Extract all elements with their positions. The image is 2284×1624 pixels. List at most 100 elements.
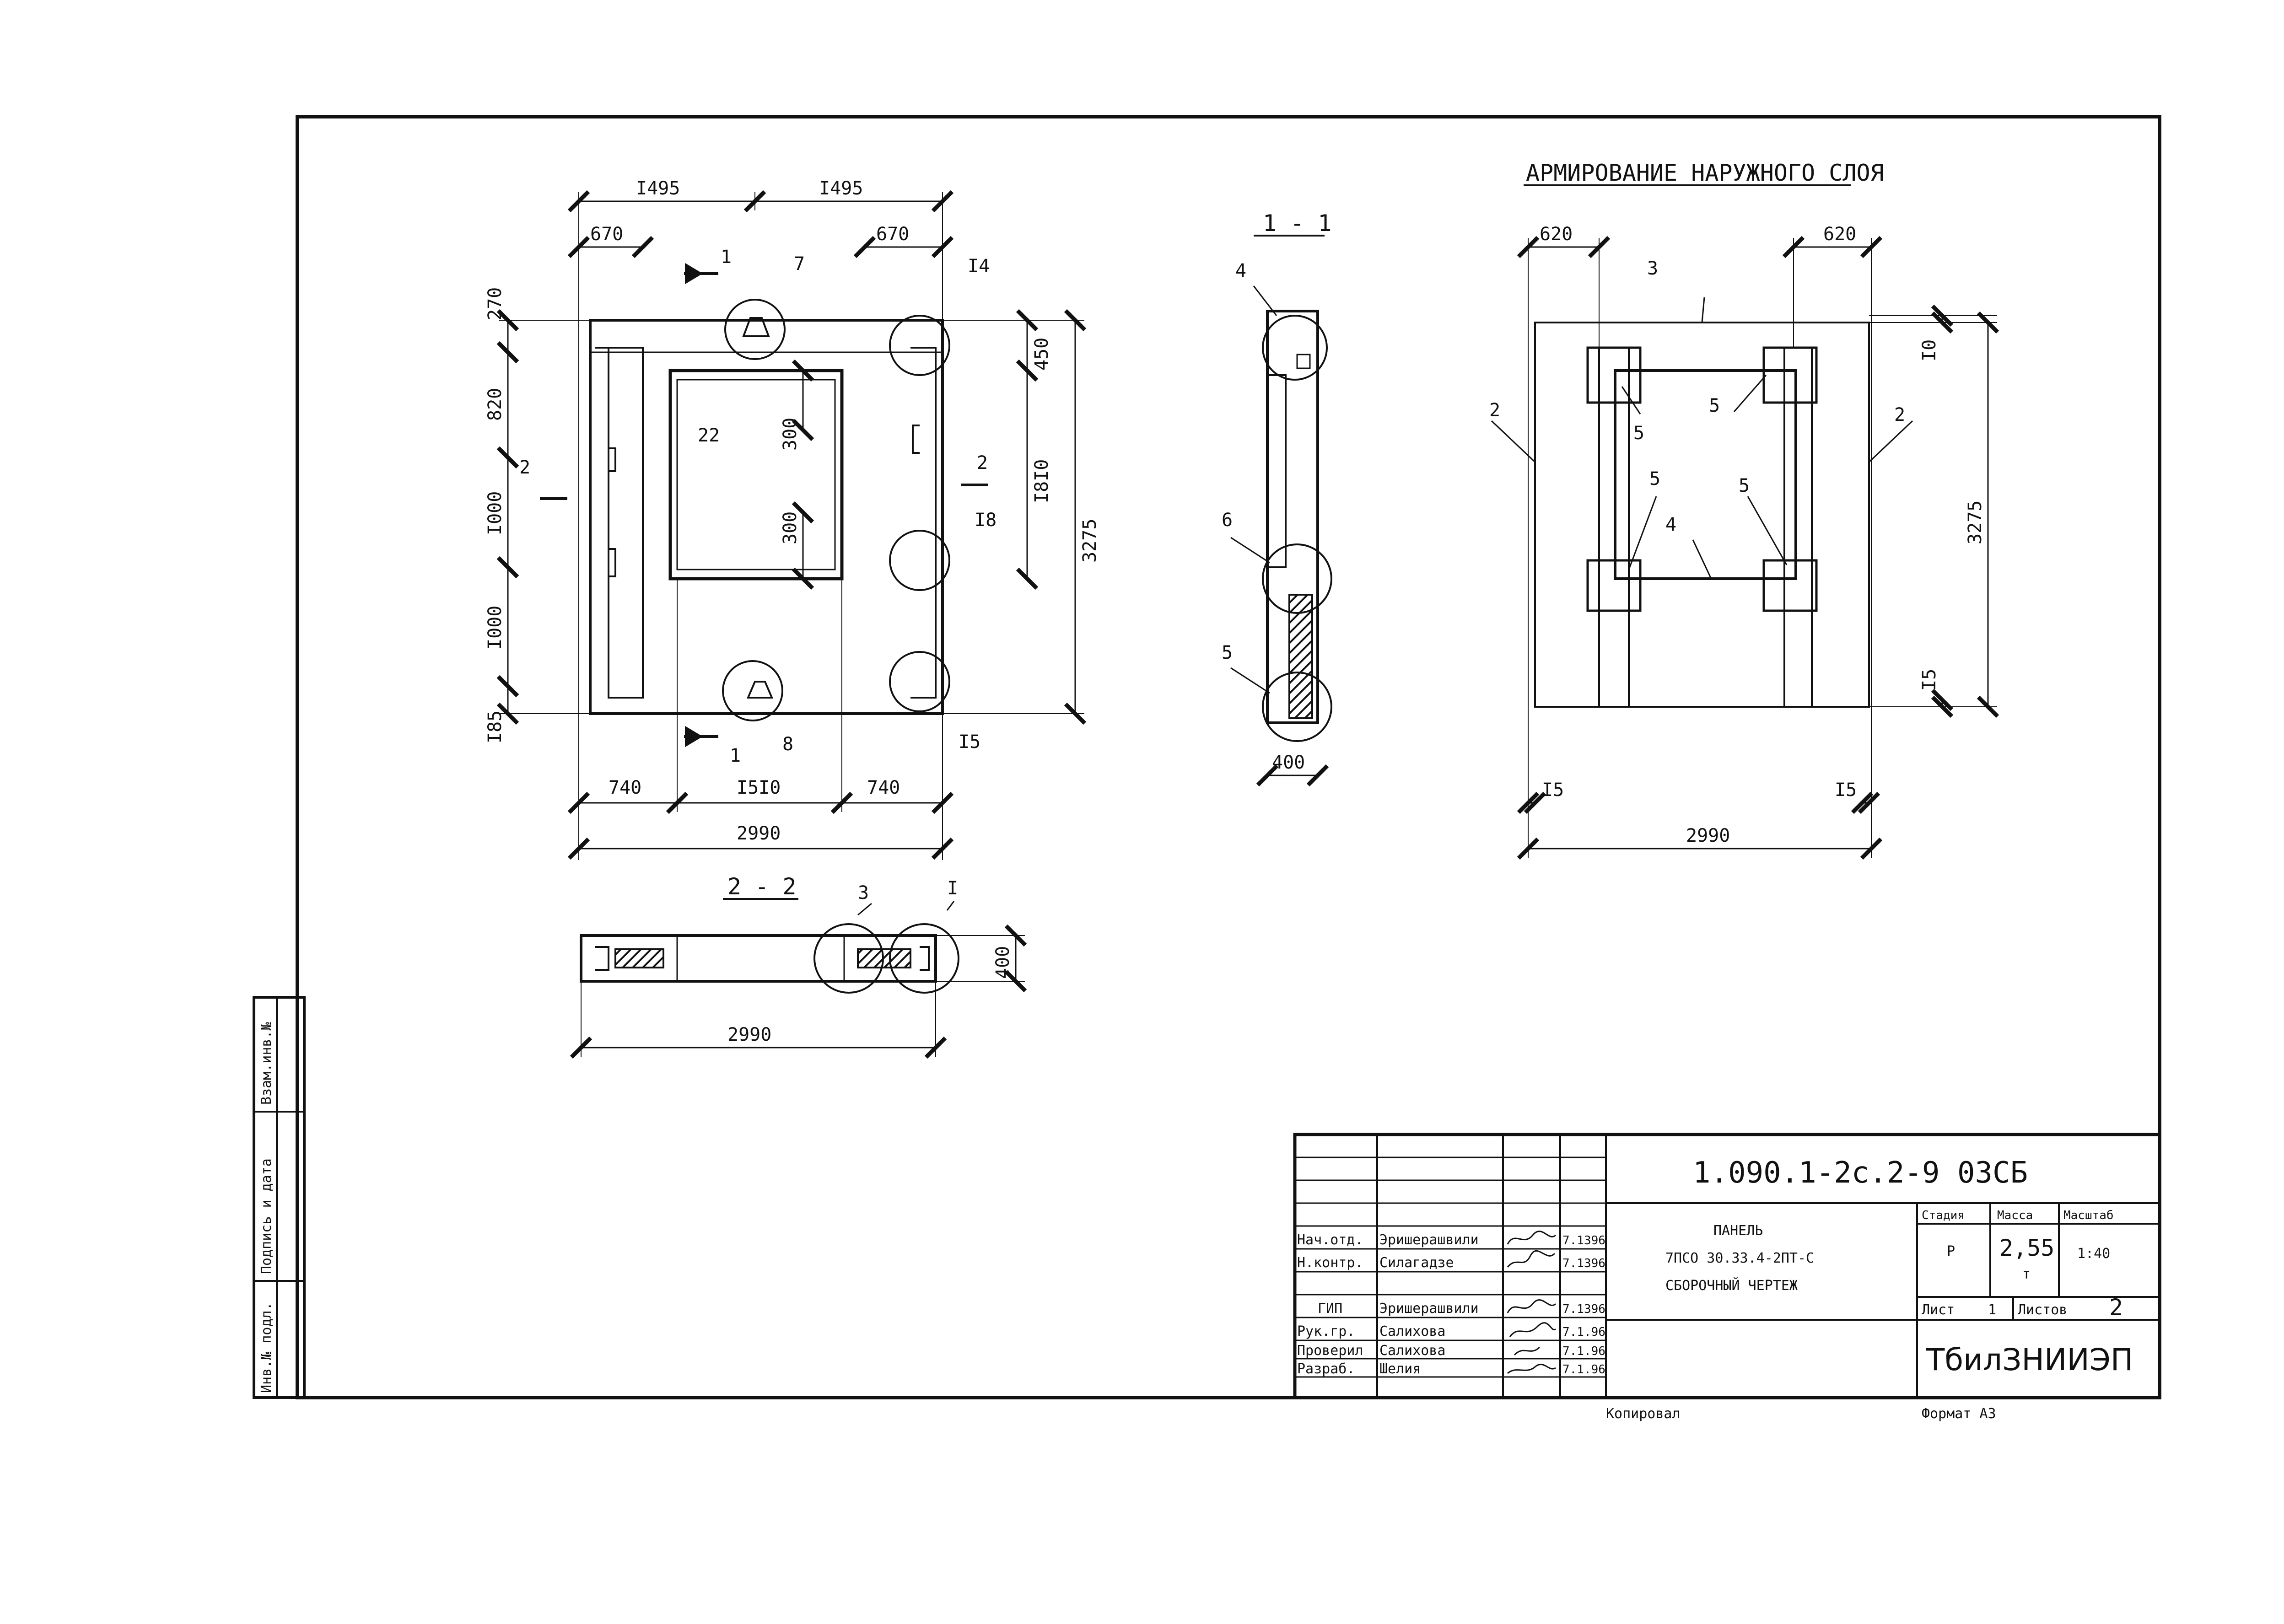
header-scale: Масштаб [2063, 1209, 2114, 1222]
side-stamp [253, 996, 306, 1399]
dim-top-left: I495 [636, 178, 680, 199]
dim-bottom-1: I5I0 [737, 777, 781, 798]
staff-date-3: 7.1.96 [1562, 1325, 1605, 1339]
outer-label-5-c: 5 [1649, 468, 1660, 489]
outer-label-5-b: 5 [1709, 395, 1720, 416]
section-1-1-label-5: 5 [1222, 642, 1233, 663]
dim-right-0: 450 [1031, 338, 1052, 371]
staff-table: Нач.отд. Эришерашвили 7.1396 Н.контр. Си… [1297, 1232, 1605, 1377]
section-1-1-label-4: 4 [1235, 260, 1246, 281]
outer-dim-right-1: 3275 [1965, 500, 1986, 544]
section-1-1-label-6: 6 [1222, 510, 1233, 531]
staff-name-3: Салихова [1379, 1323, 1446, 1339]
dim-window-1: 300 [780, 511, 801, 544]
outer-layer-view [1491, 184, 1999, 860]
dim-right-1: I8I0 [1031, 459, 1052, 503]
header-mass: Масса [1997, 1209, 2033, 1222]
outer-dim-overall: 2990 [1686, 825, 1730, 846]
staff-role-0: Нач.отд. [1297, 1232, 1363, 1248]
sheet-number: 1 [1988, 1302, 1996, 1318]
staff-date-5: 7.1.96 [1562, 1363, 1605, 1377]
outer-label-5-d: 5 [1739, 475, 1750, 496]
sheets-label: Листов [2018, 1302, 2067, 1318]
outer-label-5-a: 5 [1633, 423, 1644, 444]
staff-date-2: 7.1396 [1562, 1302, 1605, 1316]
dim-left-0: 270 [485, 287, 506, 320]
staff-role-5: Разраб. [1297, 1361, 1355, 1377]
staff-date-0: 7.1396 [1562, 1234, 1605, 1248]
label-section-2-left: 2 [519, 457, 530, 478]
staff-role-4: Проверил [1297, 1343, 1363, 1359]
dim-bottom-0: 740 [609, 777, 641, 798]
section-2-2-title: 2 - 2 [727, 873, 797, 900]
footer-copied: Копировал [1606, 1406, 1681, 1422]
header-stage: Стадия [1922, 1209, 1965, 1222]
section-1-1-labels: 1 - 1 4 6 5 400 [1222, 210, 1332, 773]
document-code: 1.090.1-2с.2-9 03СБ [1693, 1156, 2028, 1190]
value-mass: 2,55 [1999, 1235, 2054, 1261]
label-section-1-bottom: 1 [730, 745, 741, 766]
title-name-3: СБОРОЧНЫЙ ЧЕРТЕЖ [1665, 1277, 1798, 1294]
side-stamp-inv: Инв.№ подл. [259, 1302, 275, 1393]
dim-bottom-2: 740 [867, 777, 900, 798]
staff-name-1: Силагадзе [1379, 1255, 1454, 1271]
staff-name-2: Эришерашвили [1379, 1301, 1479, 1317]
title-name-2: 7ПСО 30.33.4-2ПТ-С [1665, 1250, 1814, 1266]
dim-left-1: 820 [485, 388, 506, 421]
section-2-2-labels: 2 - 2 3 I 400 2990 [727, 873, 1013, 1045]
section-2-2-label-i: I [947, 878, 958, 899]
outer-dim-top-right: 620 [1823, 224, 1856, 245]
label-8: 8 [782, 734, 793, 755]
section-2-2-height: 400 [992, 946, 1013, 979]
section-2-2-label-3: 3 [858, 882, 869, 903]
dim-overall: 2990 [737, 823, 781, 844]
front-view [496, 190, 1087, 860]
staff-role-2: ГИП [1318, 1301, 1342, 1317]
section-2-2-overall: 2990 [727, 1024, 771, 1045]
outer-dim-top-left: 620 [1540, 224, 1573, 245]
staff-role-1: Н.контр. [1297, 1255, 1363, 1271]
side-stamp-sign: Подпись и дата [259, 1158, 275, 1274]
outer-dim-right-0: I0 [1919, 339, 1940, 361]
label-14: I4 [968, 256, 990, 277]
staff-name-4: Салихова [1379, 1343, 1446, 1359]
label-7: 7 [794, 253, 805, 274]
staff-name-0: Эришерашвили [1379, 1232, 1479, 1248]
side-stamp-replace: Взам.инв.№ [259, 1022, 275, 1105]
dim-left-3: I000 [485, 606, 506, 650]
outer-label-3: 3 [1647, 258, 1658, 279]
staff-date-1: 7.1396 [1562, 1257, 1605, 1270]
label-section-2-right: 2 [977, 452, 988, 473]
dim-top-right: I495 [819, 178, 863, 199]
title-name-1: ПАНЕЛЬ [1713, 1223, 1763, 1239]
section-1-1-title: 1 - 1 [1263, 210, 1332, 237]
sheet-label: Лист [1922, 1302, 1955, 1318]
outer-label-2-right: 2 [1894, 404, 1905, 425]
value-stage: Р [1947, 1243, 1955, 1259]
dim-left-4: I85 [485, 710, 506, 743]
value-scale: 1:40 [2077, 1246, 2110, 1262]
staff-name-5: Шелия [1379, 1361, 1421, 1377]
value-mass-unit: т [2022, 1266, 2031, 1282]
sheet-frame [296, 115, 2161, 1399]
label-section-1: 1 [721, 247, 732, 268]
staff-date-4: 7.1.96 [1562, 1344, 1605, 1358]
label-15: I5 [959, 731, 980, 753]
front-view-labels: I495 I495 670 670 270 820 I000 I000 I85 … [485, 178, 1100, 844]
label-18: I8 [975, 510, 997, 531]
dim-sub-left: 670 [590, 224, 623, 245]
title-block-grid [1293, 1133, 2161, 1399]
section-1-1-width: 400 [1272, 752, 1305, 773]
outer-dim-bottom-left: I5 [1542, 780, 1564, 801]
sheets-count: 2 [2109, 1294, 2123, 1321]
label-22: 22 [698, 425, 720, 446]
outer-label-2-left: 2 [1489, 400, 1500, 421]
footer-format: Формат А3 [1922, 1406, 1996, 1422]
section-2-2 [570, 898, 1027, 1059]
dim-right-2: 3275 [1079, 519, 1100, 563]
outer-layer-title: АРМИРОВАНИЕ НАРУЖНОГО СЛОЯ [1526, 160, 1884, 186]
staff-role-3: Рук.гр. [1297, 1323, 1355, 1339]
section-1-1 [1230, 235, 1332, 787]
outer-dim-right-2: I5 [1919, 669, 1940, 691]
